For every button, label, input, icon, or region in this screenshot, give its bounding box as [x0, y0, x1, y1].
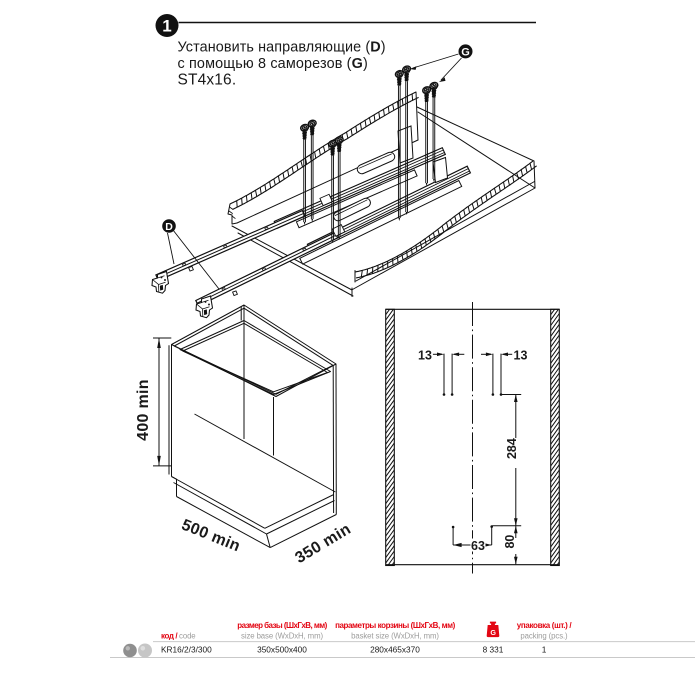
svg-text:400 min: 400 min — [135, 379, 152, 441]
svg-text:350x500x400: 350x500x400 — [257, 645, 307, 655]
svg-text:код / code: код / code — [161, 632, 196, 641]
svg-text:packing (pcs.): packing (pcs.) — [520, 632, 568, 641]
svg-text:ST4x16.: ST4x16. — [178, 72, 237, 89]
svg-text:KR16/2/3/300: KR16/2/3/300 — [161, 645, 212, 655]
svg-text:размер базы (ШхГхВ, мм): размер базы (ШхГхВ, мм) — [237, 621, 327, 630]
svg-text:упаковка (шт.) /: упаковка (шт.) / — [517, 621, 573, 630]
svg-text:G: G — [490, 628, 496, 637]
svg-text:13: 13 — [418, 349, 432, 363]
svg-text:1: 1 — [542, 645, 547, 655]
svg-text:G: G — [461, 47, 470, 59]
svg-text:1: 1 — [162, 17, 171, 36]
svg-text:8 331: 8 331 — [483, 645, 504, 655]
svg-text:500 min: 500 min — [179, 517, 243, 556]
svg-text:параметры корзины (ШхГхВ, мм): параметры корзины (ШхГхВ, мм) — [335, 621, 456, 630]
svg-text:D: D — [165, 221, 173, 233]
svg-text:350 min: 350 min — [292, 521, 354, 567]
svg-text:size base (WxDxH, mm): size base (WxDxH, mm) — [241, 632, 323, 641]
svg-text:63: 63 — [471, 539, 485, 553]
svg-text:284: 284 — [505, 438, 519, 459]
svg-text:80: 80 — [503, 535, 517, 549]
svg-text:с помощью 8 саморезов (G): с помощью 8 саморезов (G) — [178, 56, 368, 72]
svg-text:13: 13 — [514, 349, 528, 363]
svg-text:basket size (WxDxH, mm): basket size (WxDxH, mm) — [351, 632, 439, 641]
svg-text:Установить направляющие (D): Установить направляющие (D) — [178, 40, 386, 56]
svg-text:280x465x370: 280x465x370 — [370, 645, 420, 655]
